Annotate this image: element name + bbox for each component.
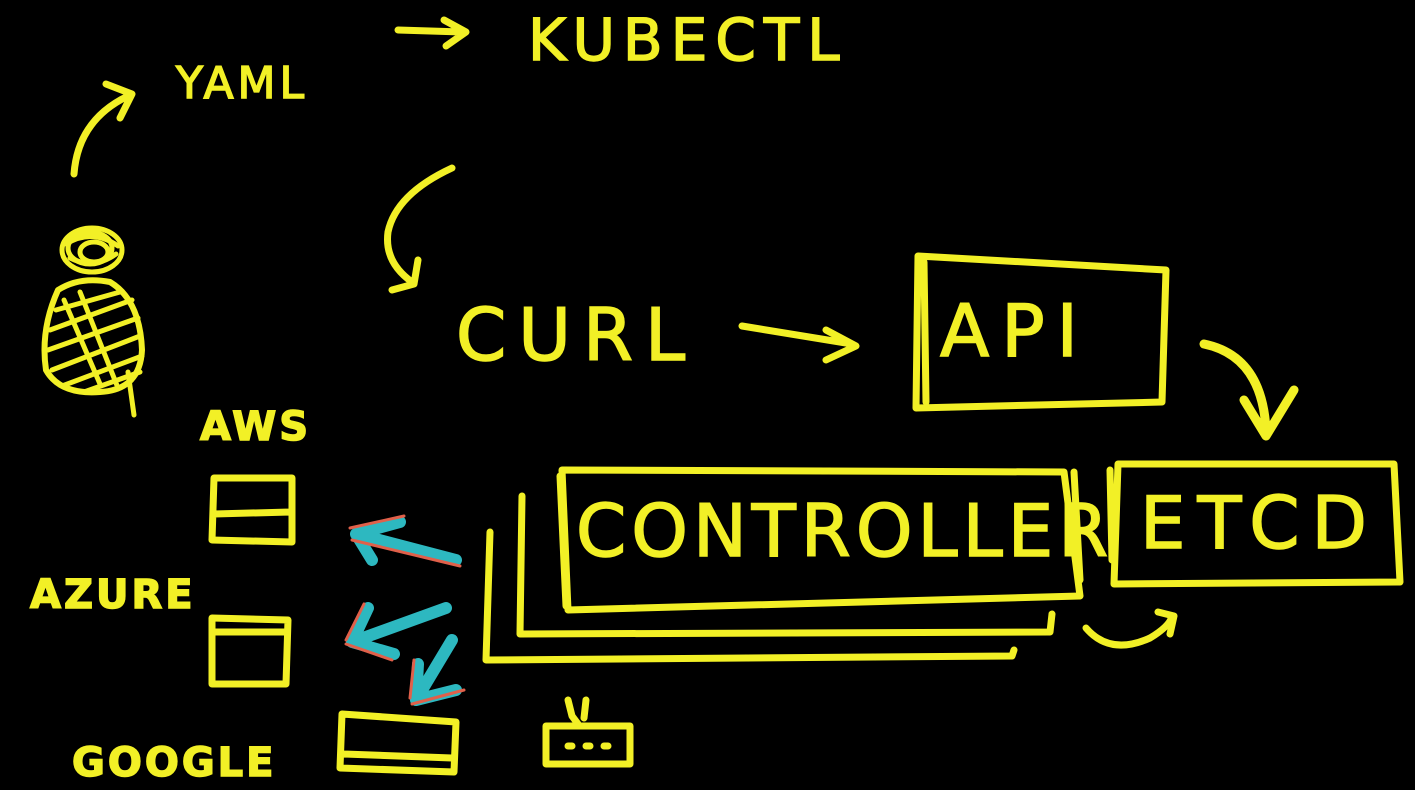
google-label: GOOGLE [72, 740, 276, 786]
arrow-controller-etcd-loop [1082, 608, 1178, 649]
kubectl-label: KUBECTL [528, 6, 848, 74]
azure-box [208, 614, 292, 688]
cloud-azure: AZURE [29, 571, 292, 688]
api-label: API [940, 289, 1090, 373]
user-head [59, 225, 125, 275]
etcd-node: ETCD [1106, 460, 1404, 588]
etcd-label: ETCD [1140, 481, 1379, 565]
controller-box-back [482, 528, 1018, 664]
arrow-controller-to-aws [348, 514, 462, 568]
controller-label: CONTROLLER [576, 489, 1113, 573]
azure-label: AZURE [30, 572, 196, 618]
arrow-yaml-to-kubectl [394, 16, 470, 50]
cloud-aws: AWs [199, 403, 311, 546]
etcd-box [1106, 460, 1404, 588]
node-device [542, 696, 634, 768]
api-node: API [912, 252, 1170, 412]
aws-label: AWs [200, 404, 311, 450]
curl-label: CURL [456, 293, 697, 377]
aws-box [208, 474, 296, 546]
arrow-user-to-yaml [70, 80, 136, 178]
controller-node: CONTROLLER [482, 466, 1113, 664]
user-body [41, 277, 145, 418]
controller-box-middle [516, 492, 1056, 638]
arrow-controller-to-google [408, 634, 466, 706]
cloud-google: GOOGLE [71, 710, 460, 787]
arrow-api-to-etcd [1199, 339, 1299, 441]
controller-box-front [556, 466, 1084, 614]
user-figure [41, 225, 145, 418]
arrow-curl-to-api [738, 322, 860, 364]
google-box [336, 710, 460, 776]
arrow-kubectl-to-curl [384, 164, 456, 294]
yaml-label: YAML [175, 58, 308, 109]
api-box [912, 252, 1170, 412]
arrow-controller-to-azure [344, 602, 452, 662]
